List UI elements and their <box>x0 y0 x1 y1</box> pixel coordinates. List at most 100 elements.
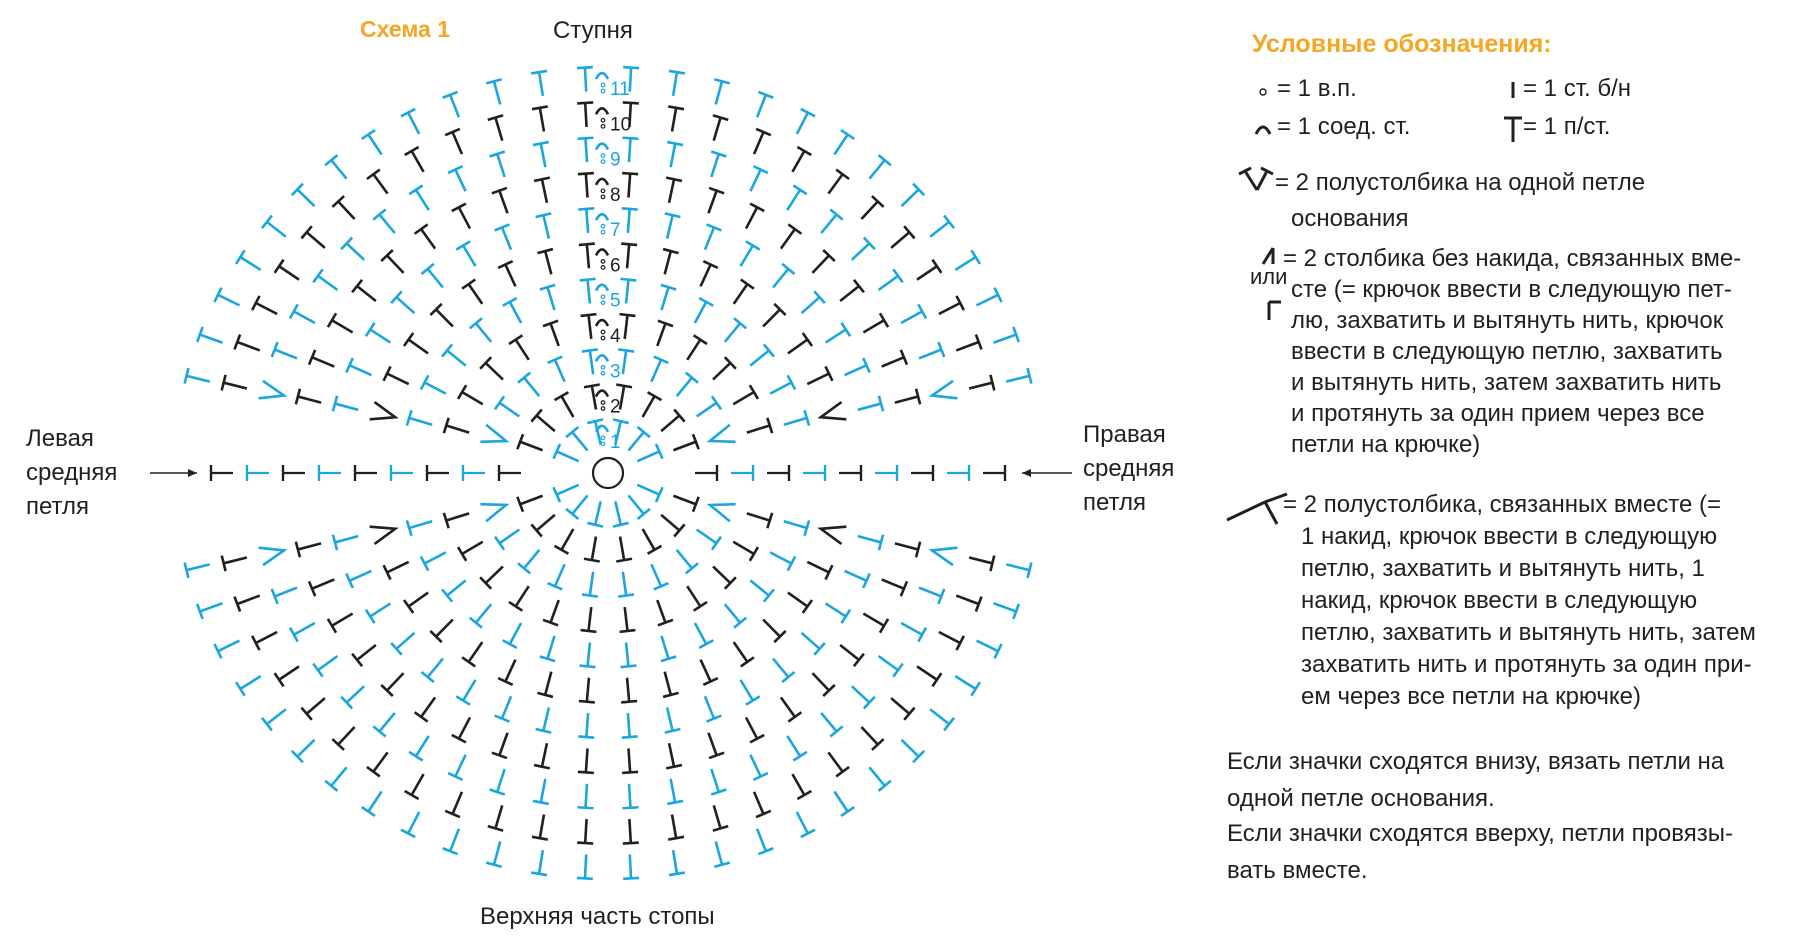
right-label-line: средняя <box>1083 452 1223 486</box>
hdc-stem <box>750 170 760 192</box>
hdc-symbol <box>858 535 883 550</box>
hdc-stem <box>240 257 260 270</box>
hdc-stem <box>459 207 470 228</box>
hdc-symbol <box>734 280 754 304</box>
hdc-stem <box>671 144 675 168</box>
hdc-symbol <box>495 696 511 721</box>
hdc-stem <box>585 103 586 127</box>
increase-symbol <box>821 527 847 544</box>
hdc-bar <box>944 216 954 229</box>
hdc-stem <box>661 515 679 531</box>
hdc-stem <box>350 365 372 375</box>
increase-symbol <box>259 548 284 565</box>
hdc-stem <box>586 209 588 233</box>
hdc-symbol <box>495 530 519 550</box>
increase-symbol <box>932 381 957 398</box>
hdc-symbol <box>488 805 503 830</box>
hdc-symbol <box>917 260 941 280</box>
hdc-symbol <box>566 427 587 451</box>
hdc-stem <box>812 256 829 273</box>
hdc-stem <box>672 815 676 839</box>
hdc-symbol <box>869 155 890 179</box>
hdc-stem <box>665 251 671 274</box>
hdc-stem <box>763 619 780 636</box>
hdc-stem <box>436 309 453 326</box>
hdc-symbol <box>826 603 851 623</box>
hdc-stem <box>734 284 748 304</box>
hdc-symbol <box>222 556 247 572</box>
hdc-symbol <box>863 614 888 633</box>
slip-stitch-mark <box>596 108 608 114</box>
hdc-symbol <box>661 636 676 661</box>
hdc-stem <box>416 190 429 210</box>
hdc-stem <box>335 404 358 410</box>
hdc-stem <box>428 659 443 677</box>
hdc-symbol <box>852 238 875 260</box>
hdc-symbol <box>840 280 864 301</box>
hdc-stem <box>939 632 960 643</box>
hdc-bar <box>841 323 850 336</box>
hdc-stem <box>750 351 769 366</box>
round-number: 3 <box>610 361 621 382</box>
hdc-symbol <box>618 572 634 597</box>
hdc-stem <box>976 641 998 652</box>
hdc-stem <box>297 740 314 757</box>
hdc-symbol <box>296 542 321 557</box>
hdc-stem <box>673 442 695 450</box>
hdc-stem <box>787 190 800 210</box>
hdc-symbol <box>901 184 924 206</box>
hdc-stem <box>627 244 629 268</box>
hdc-symbol <box>620 279 636 304</box>
hdc-symbol <box>409 186 429 211</box>
hdc-bar <box>578 772 594 773</box>
hdc-symbol <box>668 815 684 840</box>
round-number: 2 <box>610 397 621 418</box>
hdc-symbol <box>673 496 698 512</box>
hdc-bar <box>618 594 634 596</box>
hdc-symbol <box>901 304 926 323</box>
chain-mark <box>601 160 605 164</box>
round-number: 1 <box>610 432 621 453</box>
hdc-symbol <box>480 357 503 379</box>
hdc-stem <box>187 564 210 570</box>
increase-symbol <box>932 548 957 565</box>
hdc-bar <box>669 873 685 876</box>
chain-mark <box>601 195 605 199</box>
hdc-stem <box>275 588 297 597</box>
hdc-symbol <box>969 556 994 572</box>
hdc-symbol <box>486 79 501 104</box>
round-number: 9 <box>610 150 621 171</box>
hdc-symbol <box>792 147 811 172</box>
hdc-stem <box>716 842 722 865</box>
hdc-symbol <box>430 304 453 327</box>
left-label-line: петля <box>26 490 166 524</box>
hdc-symbol <box>309 579 334 596</box>
hdc-stem <box>463 680 475 701</box>
chain-mark <box>601 336 605 340</box>
hdc-symbol <box>770 552 795 570</box>
hdc-symbol <box>701 660 718 685</box>
hdc-stem <box>516 586 529 606</box>
hdc-symbol <box>578 784 594 808</box>
hdc-symbol <box>443 92 459 117</box>
hdc-bar <box>797 791 811 799</box>
hdc-symbol <box>673 434 698 450</box>
hdc-symbol <box>296 389 321 404</box>
hdc-stem <box>279 266 299 279</box>
hdc-symbol <box>709 188 725 213</box>
hdc-stem <box>551 600 559 623</box>
hdc-stem <box>917 666 937 679</box>
hdc-symbol <box>621 244 637 269</box>
hdc-symbol <box>994 327 1019 343</box>
hdc-symbol <box>713 566 736 588</box>
hdc-bar <box>533 801 549 804</box>
hdc-stem <box>852 686 869 702</box>
hdc-symbol <box>628 427 649 451</box>
hdc-bar <box>893 664 902 677</box>
hdc-stem <box>447 351 466 366</box>
hdc-stem <box>858 536 881 542</box>
hdc-symbol <box>430 619 453 642</box>
hdc-symbol <box>517 434 542 450</box>
hdc-stem <box>572 432 587 450</box>
hdc-stem <box>586 174 588 198</box>
